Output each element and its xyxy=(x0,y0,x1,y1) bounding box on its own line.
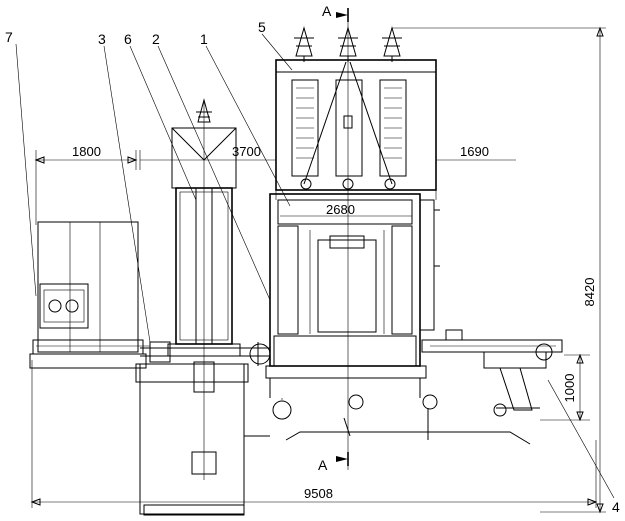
dimension-lines xyxy=(30,26,606,514)
dim-total-height: 8420 xyxy=(582,278,597,307)
part-label-1: 1 xyxy=(200,31,208,47)
dim-chamber-width: 2680 xyxy=(326,202,355,217)
dim-rail-height: 1000 xyxy=(562,374,577,403)
dim-left-span: 1800 xyxy=(72,144,101,159)
part-label-2: 2 xyxy=(152,31,160,47)
dim-middle-span: 3700 xyxy=(232,144,261,159)
dim-right-span: 1690 xyxy=(460,144,489,159)
right-rail-support xyxy=(421,339,563,417)
furnace-chamber xyxy=(249,193,531,445)
part-label-5: 5 xyxy=(258,19,266,35)
part-label-4: 4 xyxy=(612,499,620,515)
leader-lines xyxy=(15,33,615,499)
dim-total-length: 9508 xyxy=(304,486,333,501)
left-platform xyxy=(29,221,150,369)
section-mark-bottom: A xyxy=(318,457,328,473)
part-label-7: 7 xyxy=(5,29,13,45)
part-label-6: 6 xyxy=(124,31,132,47)
middle-column xyxy=(135,98,270,516)
section-cut-marks xyxy=(336,8,349,466)
section-mark-top: A xyxy=(322,3,332,19)
insulator-bushings xyxy=(294,26,402,62)
part-label-3: 3 xyxy=(98,31,106,47)
heater-top-structure xyxy=(275,20,437,470)
